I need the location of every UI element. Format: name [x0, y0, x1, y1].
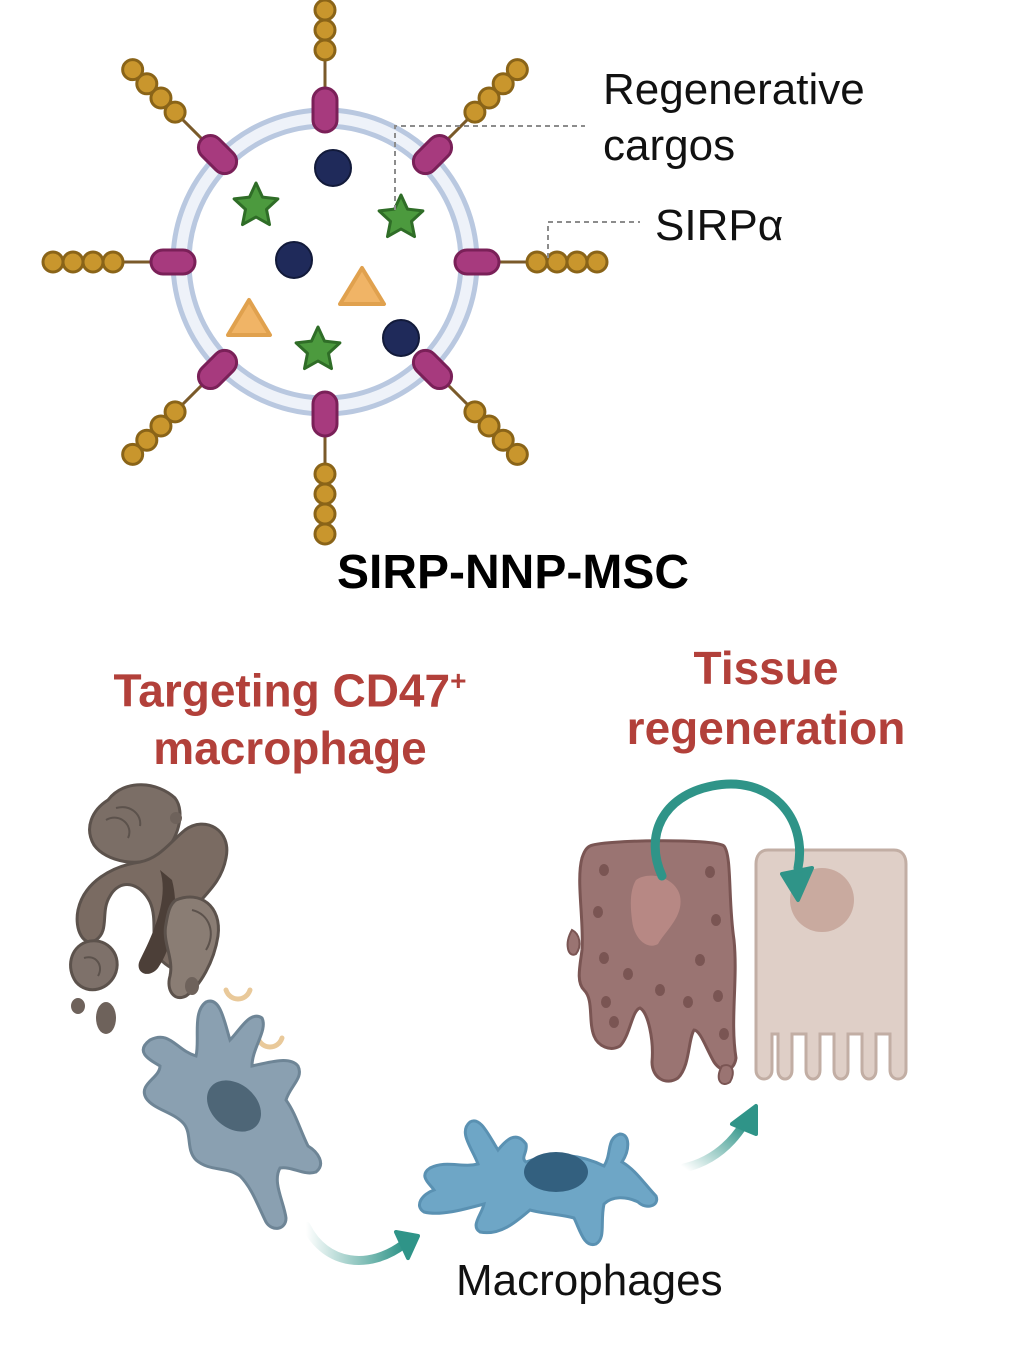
cargo-triangle-icon	[226, 298, 272, 337]
damaged-cell-pit	[655, 984, 665, 996]
macrophage-nucleus	[207, 1080, 261, 1132]
tissue-line2: regeneration	[626, 702, 906, 754]
sirp-bead-icon	[313, 38, 337, 62]
cargo-dot-icon	[275, 241, 313, 279]
sirp-receptor-icon	[196, 348, 239, 391]
sirp-receptor-icon	[311, 86, 339, 134]
targeting-line1: Targeting CD47+	[60, 652, 520, 719]
targeting-label: Targeting CD47+ macrophage	[60, 652, 520, 777]
damaged-cell-pit	[593, 906, 603, 918]
damaged-cell-pit	[705, 866, 715, 878]
sirp-bead-icon	[163, 100, 187, 124]
cargo-star-icon	[232, 181, 280, 227]
sirp-receptor-icon	[196, 133, 239, 176]
cargo-callout-line	[394, 125, 585, 210]
sirp-bead-icon	[565, 250, 589, 274]
damaged-cell-pit	[719, 1028, 729, 1040]
regenerative-cargos-line1: Regenerative	[603, 65, 865, 114]
macrophages-label: Macrophages	[456, 1256, 723, 1305]
nanoparticle-vesicle-icon	[41, 0, 640, 546]
sirp-bead-icon	[313, 18, 337, 42]
damaged-cell-pit	[601, 996, 611, 1008]
sirp-bead-icon	[505, 442, 529, 466]
sirp-bead-icon	[585, 250, 609, 274]
sirp-bead-icon	[135, 72, 159, 96]
sirp-bead-icon	[81, 250, 105, 274]
sirp-bead-icon	[41, 250, 65, 274]
cargo-triangle-icon	[338, 266, 386, 306]
sirp-bead-icon	[463, 400, 487, 424]
sirp-receptor-icon	[311, 390, 339, 438]
cargo-star-icon	[377, 193, 425, 239]
damaged-cell-pit	[623, 968, 633, 980]
sirp-bead-icon	[477, 86, 501, 110]
sirp-bead-icon	[313, 482, 337, 506]
sirp-receptor-icon	[411, 133, 454, 176]
sirp-receptor-icon	[149, 248, 197, 276]
damaged-cell-pit	[599, 952, 609, 964]
apoptotic-debris-icon	[69, 783, 285, 1050]
damaged-cell-pit	[713, 990, 723, 1002]
regeneration-cycle-arrow-icon	[650, 779, 814, 902]
sirp-bead-icon	[101, 250, 125, 274]
sirp-bead-icon	[505, 58, 529, 82]
curved-arrow-to-macrophages-icon	[301, 1221, 420, 1265]
damaged-cell-pit	[683, 996, 693, 1008]
sirp-bead-icon	[313, 0, 337, 22]
regenerative-cargos-line2: cargos	[603, 121, 736, 170]
macrophage-blue-icon	[418, 1119, 659, 1247]
tissue-regeneration-label: Tissue regeneration	[596, 638, 936, 758]
damaged-cell-nucleus	[630, 875, 681, 946]
damaged-cell-pit	[695, 954, 705, 966]
cargo-star-icon	[294, 325, 342, 371]
sirp-bead-icon	[491, 72, 515, 96]
sirp-stalk	[444, 381, 472, 409]
sirp-bead-icon	[149, 86, 173, 110]
sirp-bead-icon	[121, 442, 145, 466]
sirp-bead-icon	[135, 428, 159, 452]
sirp-bead-icon	[149, 414, 173, 438]
figure-title: SIRP-NNP-MSC	[336, 546, 689, 599]
damaged-cell-pit	[599, 864, 609, 876]
sirp-bead-icon	[525, 250, 549, 274]
targeting-line1-text: Targeting CD47	[113, 664, 451, 717]
macrophage-grey-icon	[141, 999, 322, 1230]
sirp-bead-icon	[313, 462, 337, 486]
sirp-callout-line	[547, 221, 640, 258]
sirp-stalk	[444, 115, 472, 143]
sirp-bead-icon	[163, 400, 187, 424]
sirp-bead-icon	[463, 100, 487, 124]
sirp-bead-icon	[313, 502, 337, 526]
targeting-line2: macrophage	[153, 722, 427, 775]
damaged-tissue-cell-icon	[566, 839, 738, 1085]
regenerative-cargos-label: Regenerative cargos	[603, 62, 865, 174]
sirp-bead-icon	[477, 414, 501, 438]
sirp-bead-icon	[313, 522, 337, 546]
macrophage-nucleus	[524, 1152, 588, 1192]
healthy-tissue-cell-icon	[754, 848, 908, 1081]
cargo-dot-icon	[382, 319, 420, 357]
damaged-cell-pit	[711, 914, 721, 926]
tissue-line1: Tissue	[693, 642, 839, 694]
sirp-receptor-icon	[411, 348, 454, 391]
cargo-dot-icon	[314, 149, 352, 187]
curved-arrow-to-tissue-icon	[679, 1104, 758, 1173]
sirp-receptor-icon	[453, 248, 501, 276]
targeting-superscript: +	[450, 665, 467, 696]
sirp-stalk	[178, 381, 206, 409]
sirp-stalk	[178, 115, 206, 143]
damaged-cell-pit	[609, 1016, 619, 1028]
sirp-bead-icon	[491, 428, 515, 452]
sirp-bead-icon	[61, 250, 85, 274]
sirp-bead-icon	[121, 58, 145, 82]
sirp-alpha-label: SIRPα	[655, 201, 784, 250]
sirp-bead-icon	[545, 250, 569, 274]
